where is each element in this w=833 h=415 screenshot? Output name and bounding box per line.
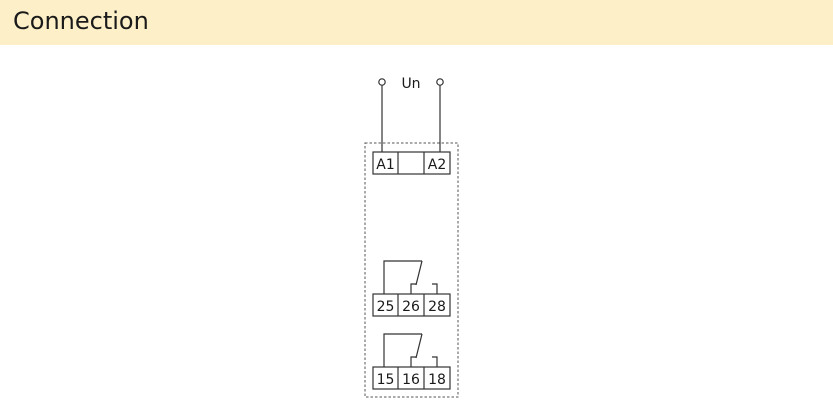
supply-terminal-right	[436, 78, 444, 86]
contact-block-outline	[372, 366, 451, 390]
coil-block-outline	[372, 151, 451, 175]
contact-no-wire	[432, 356, 438, 367]
supply-terminal-left	[378, 78, 386, 86]
terminal-25: 25	[377, 299, 395, 315]
contact-group-1: 15 16 18	[372, 333, 451, 390]
supply-label: Un	[401, 76, 420, 92]
contact-switch-blade	[415, 260, 423, 286]
terminal-a1: A1	[376, 157, 394, 173]
contact-common-wire	[383, 260, 422, 294]
coil-terminal-block: A1 A2	[372, 151, 451, 175]
contact-group-2: 25 26 28	[372, 260, 451, 317]
contact-block-outline	[372, 293, 451, 317]
terminal-a2: A2	[428, 157, 446, 173]
section-title: Connection	[13, 7, 149, 35]
contact-nc-wire	[410, 283, 416, 294]
contact-nc-wire	[410, 356, 416, 367]
terminal-15: 15	[377, 372, 395, 388]
section-header: Connection	[0, 0, 833, 45]
device-enclosure	[364, 142, 459, 398]
contact-common-wire	[383, 333, 422, 367]
contact-switch-blade	[415, 333, 423, 359]
terminal-18: 18	[428, 372, 446, 388]
terminal-26: 26	[402, 299, 420, 315]
terminal-16: 16	[402, 372, 420, 388]
terminal-28: 28	[428, 299, 446, 315]
contact-no-wire	[432, 283, 438, 294]
